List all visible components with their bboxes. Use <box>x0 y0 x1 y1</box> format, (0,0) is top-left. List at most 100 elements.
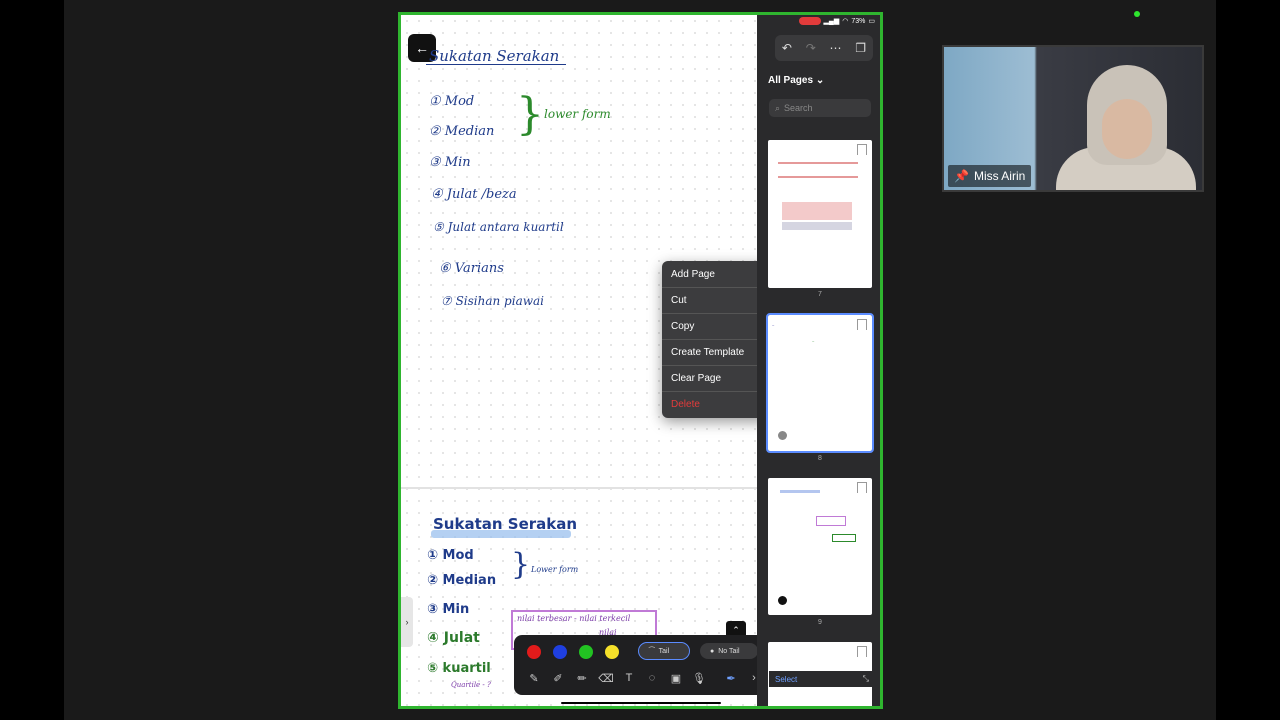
note-canvas[interactable]: ← Sukatan Serakan ① Mod ② Median ③ Min ④… <box>401 15 809 706</box>
tail-option[interactable]: ⁀Tail <box>638 642 690 660</box>
scroll-up-button[interactable]: ⌃ <box>726 621 746 639</box>
page2-item-5: ⑤ kuartil <box>427 661 491 676</box>
battery-text: 73% <box>851 17 866 25</box>
page1-item-6: ⑥ Varians <box>439 261 504 276</box>
sidebar-toggle-tab[interactable]: › <box>401 597 413 647</box>
search-field[interactable]: ⌕Search <box>769 99 871 117</box>
undo-icon[interactable]: ↶ <box>781 41 792 55</box>
page2-item-1: ① Mod <box>427 548 474 563</box>
image-tool-icon[interactable]: ▣ <box>670 672 682 685</box>
pencil-tool-icon[interactable]: ✐ <box>553 672 563 685</box>
bookmark-icon[interactable] <box>857 144 867 155</box>
select-button[interactable]: Select ⤡ <box>769 671 875 687</box>
julat-formula: nilai terbesar - nilai terkecil <box>517 614 631 623</box>
status-bar: ▂▄▆ ◠ 73% ▭ <box>798 17 875 25</box>
sidebar-top-tools: ↶ ↷ ⋯ ❐ <box>775 35 873 61</box>
pen-tool-icon[interactable]: ✎ <box>529 672 539 685</box>
chevron-down-icon: ⌄ <box>815 75 825 86</box>
participant-face <box>1102 99 1152 159</box>
color-swatch-red[interactable] <box>527 645 541 659</box>
all-pages-dropdown[interactable]: All Pages ⌄ <box>768 75 824 86</box>
menu-divider <box>662 391 809 392</box>
eraser-tool-icon[interactable]: ⌫ <box>598 672 614 685</box>
thumb-line <box>778 162 858 164</box>
microphone-icon[interactable]: 🎙 <box>692 672 706 685</box>
home-indicator <box>561 702 721 704</box>
shared-screen: ← Sukatan Serakan ① Mod ② Median ③ Min ④… <box>398 12 883 709</box>
left-letterbox <box>0 0 64 720</box>
page2-item-3: ③ Min <box>427 602 470 617</box>
battery-icon: ▭ <box>868 18 875 25</box>
julat-formula-2: nilai <box>599 628 617 637</box>
thumb-table <box>782 202 852 220</box>
thumb-line <box>778 176 858 178</box>
laser-pointer-icon[interactable]: ✒ <box>726 672 736 685</box>
page1-item-4: ④ Julat /beza <box>431 187 517 202</box>
page-dot <box>778 431 787 440</box>
page1-item-3: ③ Min <box>429 155 471 170</box>
color-swatch-green[interactable] <box>579 645 593 659</box>
no-tail-label: No Tail <box>718 647 740 655</box>
title-highlight <box>431 530 571 538</box>
wifi-icon: ◠ <box>842 18 849 25</box>
menu-divider <box>662 339 809 340</box>
page2-brace-note: Lower form <box>531 565 579 574</box>
redo-icon[interactable]: ↷ <box>805 41 816 55</box>
menu-divider <box>662 313 809 314</box>
page1-item-7: ⑦ Sisihan piawai <box>441 294 544 308</box>
no-tail-option[interactable]: ●No Tail <box>700 643 758 659</box>
back-button[interactable]: ← <box>408 34 436 62</box>
menu-divider <box>662 365 809 366</box>
bookmark-icon[interactable] <box>857 482 867 493</box>
text-tool-icon[interactable]: T <box>625 672 633 684</box>
all-pages-label: All Pages <box>768 75 814 86</box>
participant-name: Miss Airin <box>973 169 1026 183</box>
thumb-text: ~ <box>812 339 815 344</box>
thumb-line <box>780 490 820 493</box>
page-number-9: 9 <box>818 619 822 626</box>
curve-icon: ⁀ <box>649 648 655 655</box>
arrow-left-icon: ← <box>415 40 429 56</box>
thumb-box <box>816 516 846 526</box>
bookmark-icon[interactable] <box>857 319 867 330</box>
kuartil-note: Quartile - ? <box>451 681 491 689</box>
active-indicator-dot <box>1134 11 1140 17</box>
menu-item-label: Cut <box>671 294 687 306</box>
chevron-right-icon: › <box>405 617 409 627</box>
page1-item-1: ① Mod <box>429 94 475 109</box>
page1-item-5: ⑤ Julat antara kuartil <box>433 220 564 234</box>
page1-item-2: ② Median <box>429 124 495 139</box>
page-number-8: 8 <box>818 455 822 462</box>
page-sidebar: ▂▄▆ ◠ 73% ▭ ↶ ↷ ⋯ ❐ All Pages ⌄ ⌕Search … <box>757 15 880 706</box>
page-number-7: 7 <box>818 291 822 298</box>
color-swatch-yellow[interactable] <box>605 645 619 659</box>
more-icon[interactable]: ⋯ <box>829 41 842 55</box>
menu-item-label: Delete <box>671 398 700 410</box>
menu-item-label: Add Page <box>671 268 715 280</box>
page2-title: Sukatan Serakan <box>433 515 578 533</box>
page-thumbnail-8[interactable]: ~ ~ <box>766 313 874 453</box>
brace-mark-2: } <box>511 547 531 582</box>
menu-item-label: Clear Page <box>671 372 722 384</box>
pages-icon[interactable]: ❐ <box>855 41 867 55</box>
participant-video-tile[interactable]: 📌 Miss Airin <box>942 45 1204 192</box>
brace-mark: } <box>516 89 544 140</box>
menu-divider <box>662 287 809 288</box>
menu-item-label: Copy <box>671 320 695 332</box>
page1-title: Sukatan Serakan <box>429 47 560 65</box>
highlighter-tool-icon[interactable]: ✏ <box>577 672 587 685</box>
page-divider <box>401 487 757 489</box>
select-label: Select <box>775 674 798 684</box>
page-dot <box>778 596 787 605</box>
chevron-up-icon: ⌃ <box>732 624 740 635</box>
page-thumbnail-9[interactable] <box>768 478 872 615</box>
bookmark-icon[interactable] <box>857 646 867 657</box>
pin-icon: 📌 <box>954 169 969 183</box>
lasso-tool-icon[interactable]: ◌ <box>648 672 656 684</box>
expand-icon: ⤡ <box>862 674 869 683</box>
page2-item-2: ② Median <box>427 573 497 588</box>
page-thumbnail-7[interactable] <box>768 140 872 288</box>
chevron-right-icon[interactable]: › <box>752 672 756 684</box>
color-swatch-blue[interactable] <box>553 645 567 659</box>
recording-icon <box>798 17 821 25</box>
